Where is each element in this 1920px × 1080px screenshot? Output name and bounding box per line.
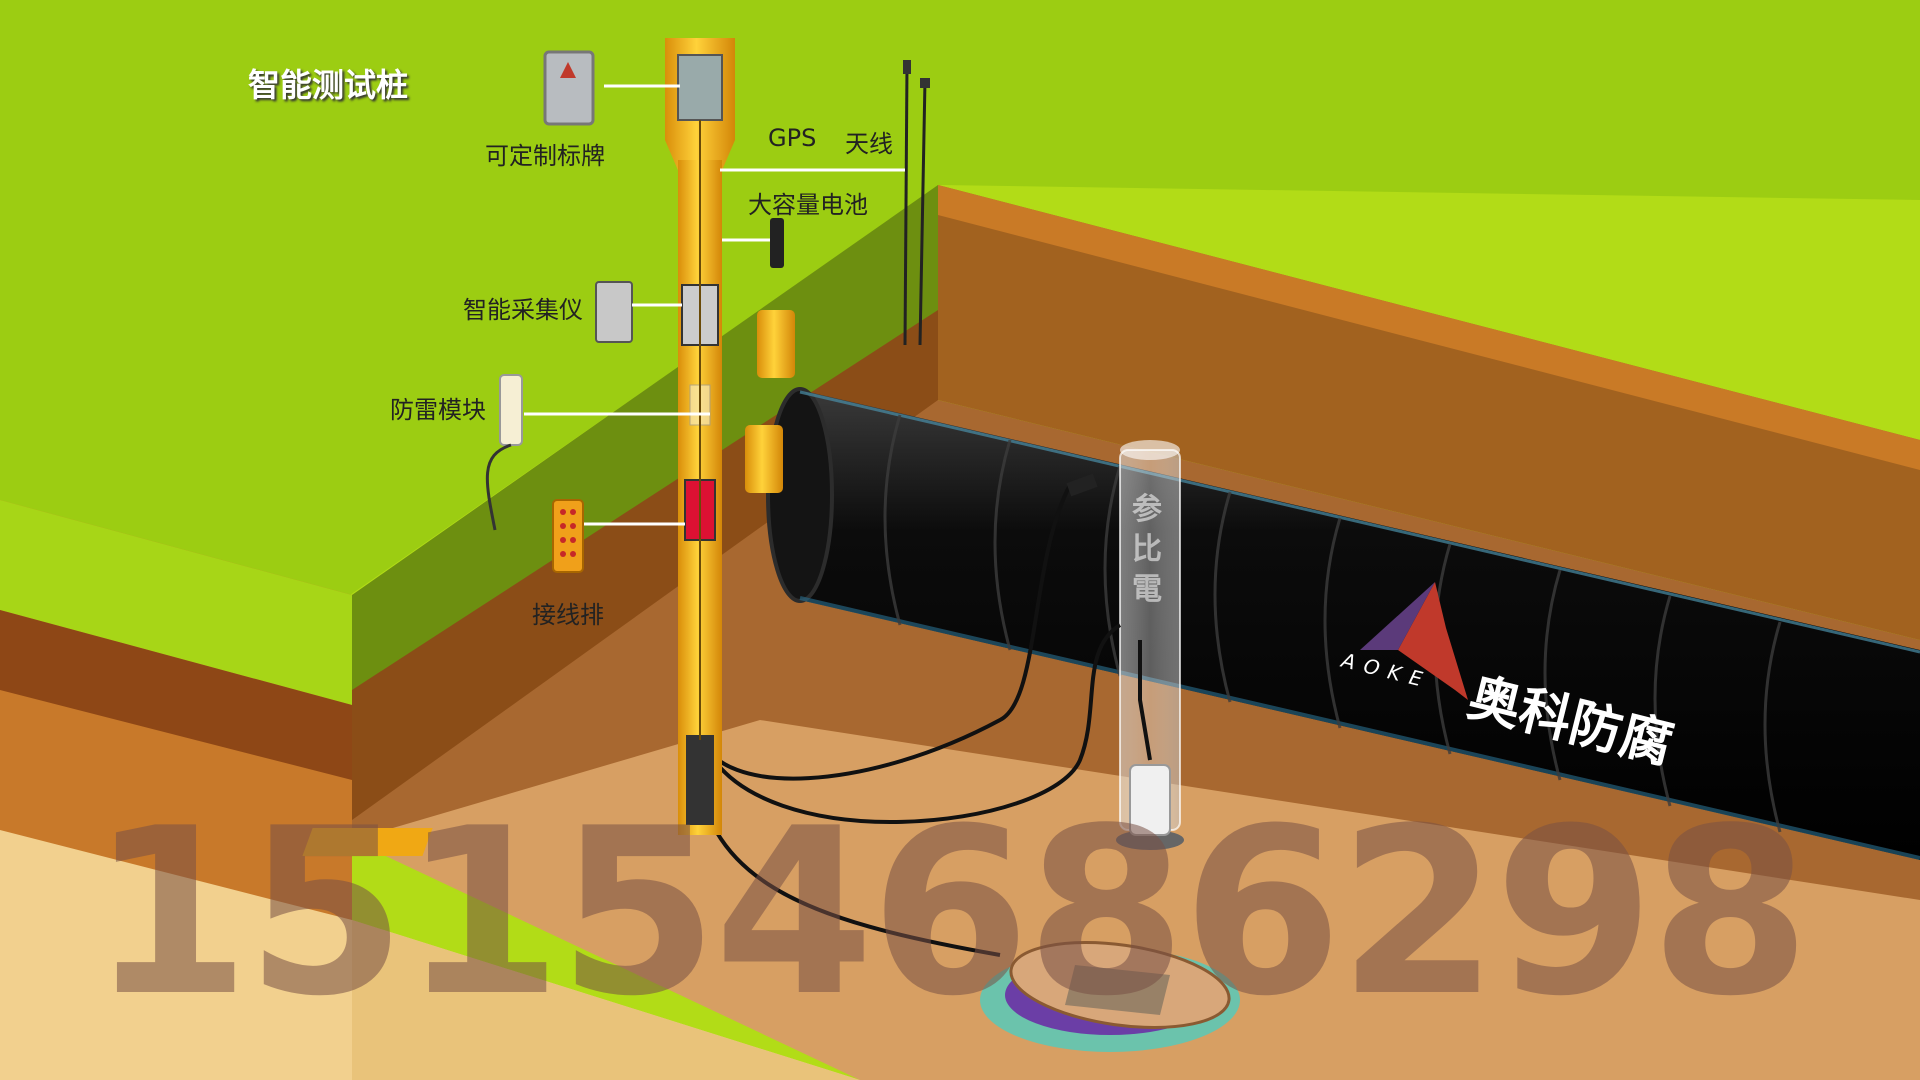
pipe-bottom-glow	[799, 596, 1920, 860]
label-battery: 大容量电池	[748, 191, 868, 219]
door-cover-upper	[757, 310, 795, 378]
label-lightning-module: 防雷模块	[390, 396, 486, 424]
nameplate-icon	[543, 50, 595, 126]
soil-layer-dark	[0, 610, 352, 780]
trench-far-bank-top	[938, 185, 1920, 470]
door-cover-lower	[745, 425, 783, 493]
reference-tube-top	[1120, 440, 1180, 460]
aoke-logo-mark-shade	[1360, 582, 1435, 650]
sand-layer-2	[352, 920, 860, 1080]
label-collector: 智能采集仪	[463, 296, 583, 324]
lightning-module-icon	[499, 374, 523, 446]
post-base-plate	[302, 828, 433, 856]
gps-antenna-top	[903, 60, 911, 74]
phone-watermark: 15154686298	[90, 780, 1810, 1047]
post-plate-window	[677, 54, 723, 121]
nameplate-logo	[560, 62, 576, 78]
grass-shade	[0, 0, 1920, 595]
trench-floor-light	[352, 720, 1920, 1080]
diagram-title: 智能测试桩	[248, 66, 409, 104]
leader-lines	[524, 84, 905, 526]
terminal-block-icon	[552, 499, 584, 573]
label-nameplate: 可定制标牌	[485, 142, 605, 170]
label-gps: GPS	[768, 124, 817, 152]
pipe-body	[800, 390, 1920, 860]
antenna-top-right	[920, 78, 930, 88]
label-terminal-block: 接线排	[532, 601, 604, 629]
gps-antenna-left	[903, 64, 909, 346]
aoke-logo-mark	[1398, 582, 1468, 700]
reference-cell	[1129, 764, 1171, 836]
label-antenna: 天线	[845, 130, 893, 158]
grass-block-front	[0, 500, 352, 705]
anode-core	[1065, 965, 1170, 1015]
lightning-wires	[485, 443, 512, 531]
gps-antenna-right	[918, 79, 927, 346]
trench-far-bank	[938, 185, 1920, 640]
pipe-end	[766, 387, 834, 603]
pipe-highlight	[799, 390, 1920, 654]
collector-icon	[595, 281, 633, 343]
terminal-dots	[560, 509, 576, 557]
cable-clamp	[1066, 473, 1098, 497]
post-bottom-opening	[686, 735, 714, 825]
reference-electrode-text: 参比電	[1132, 492, 1162, 607]
battery-icon	[770, 218, 784, 268]
